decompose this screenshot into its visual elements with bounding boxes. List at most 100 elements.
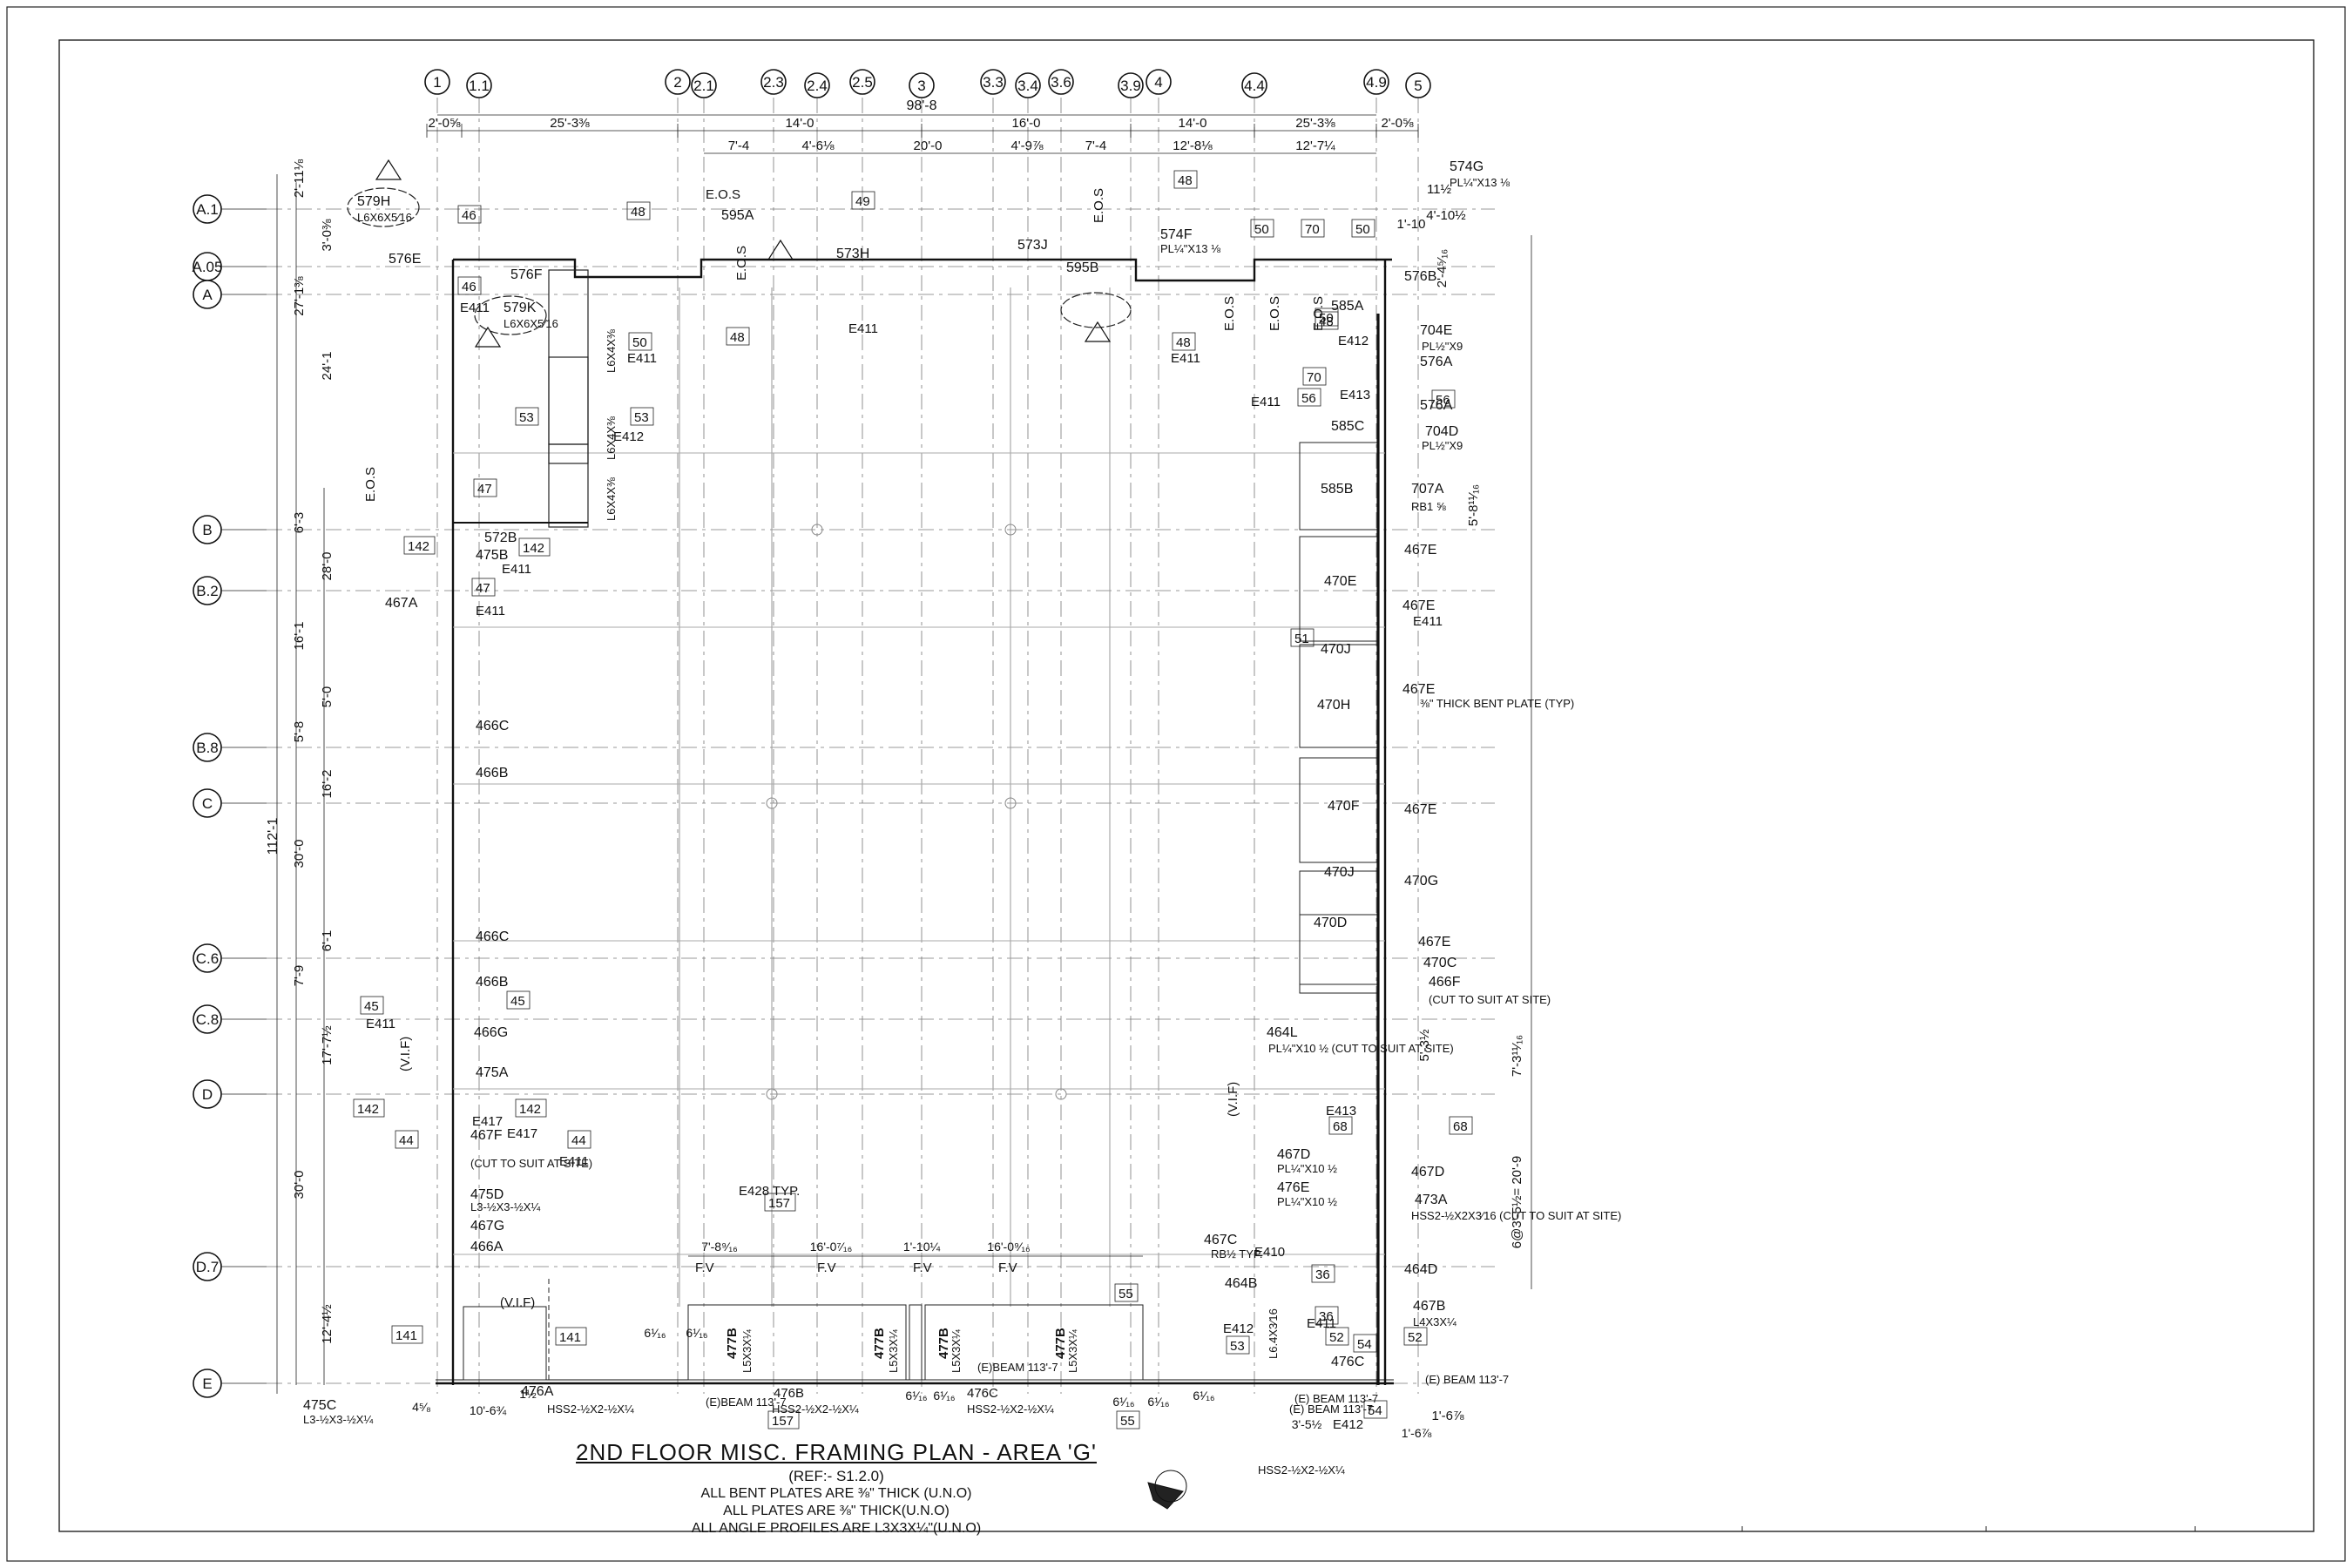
dim-top-overall: 98'-8: [906, 98, 936, 113]
section-box-16: [403, 536, 436, 555]
dim-top-1-1: 25'-3⅜: [550, 116, 590, 131]
mark-left-572B-4: 572B: [484, 531, 517, 545]
note-1: E.O.S: [706, 187, 740, 202]
profile-callout-12: PL¼"X10 ½ (CUT TO SUIT AT SITE): [1268, 1042, 1454, 1055]
profile-callout-18: L6.4X3⁄16: [1267, 1308, 1280, 1359]
south-bay-3: [924, 1304, 1144, 1381]
revision-triangle-2: [767, 239, 794, 260]
section-box-29: [1302, 367, 1327, 386]
dim-top-2-0: 7'-4: [728, 139, 750, 153]
dim-bay-1: 16'-0⁷⁄₁₆: [810, 1240, 852, 1254]
grid-bubble-4.4-label: 4.4: [1244, 78, 1265, 94]
mark-left-475D-14: 475D: [470, 1187, 504, 1202]
grid-bubble-C-label: C: [202, 795, 213, 812]
ref-E412-4: E412: [613, 429, 644, 444]
south-west-box: [463, 1306, 547, 1381]
grid-bubble-2: [665, 69, 691, 95]
section-marker-142-16: 142: [408, 539, 429, 554]
dim-left-15: 12'-4½: [320, 1304, 335, 1344]
section-marker-55-39: 55: [1119, 1287, 1133, 1301]
section-marker-53-41: 53: [1230, 1339, 1245, 1354]
mark-top-573H: 573H: [836, 247, 869, 261]
section-box-8: [1351, 219, 1375, 238]
mark-right-467E-17: 467E: [1404, 802, 1436, 817]
section-marker-53-14: 53: [634, 410, 649, 425]
grid-bubble-3.3: [980, 69, 1006, 95]
grid-bubble-2.3: [760, 69, 787, 95]
section-marker-45-20: 45: [364, 999, 379, 1014]
profile-callout-3: L6X4X⅜: [605, 416, 618, 460]
sheet-outer-border: [6, 6, 2346, 1562]
general-note-1: ALL BENT PLATES ARE ⅜" THICK (U.N.O): [700, 1486, 972, 1501]
grid-bubble-E-label: E: [202, 1375, 212, 1392]
revision-cloud-0: [347, 187, 420, 227]
mark-right-464D-31: 464D: [1404, 1262, 1437, 1277]
profile-callout-27: L5X3X¼: [887, 1329, 900, 1373]
mark-left-466A-16: 466A: [470, 1240, 504, 1254]
mark-right-470E-11: 470E: [1324, 574, 1356, 589]
note-13: (V.I.F): [500, 1295, 535, 1310]
profile-callout-32: (E) BEAM 113'-7: [1294, 1392, 1378, 1405]
mark-right-467D-25: 467D: [1411, 1165, 1444, 1179]
ref-E411-10: E411: [476, 604, 505, 618]
profile-callout-25: HSS2-½X2-½X¼: [1258, 1463, 1345, 1477]
section-box-0: [457, 205, 482, 224]
section-box-40: [1116, 1410, 1140, 1429]
dim-top-1-3: 16'-0: [1012, 116, 1041, 131]
column-marker-1: [1004, 524, 1017, 536]
dim-right-0: 11½: [1427, 182, 1452, 197]
profile-callout-21: (CUT TO SUIT AT SITE): [470, 1157, 592, 1170]
drawing-reference: (REF:- S1.2.0): [788, 1468, 884, 1484]
mark-right-467D-26: 467D: [1277, 1147, 1310, 1162]
section-box-30: [1315, 308, 1339, 327]
ref-E412-17: E412: [1333, 1417, 1363, 1432]
grid-bubble-1.1: [466, 72, 492, 98]
section-box-20: [360, 996, 384, 1015]
section-box-19: [515, 1098, 547, 1118]
dim-left-2: 27'-1⅜: [292, 276, 307, 316]
grid-bubble-2.5: [849, 69, 875, 95]
ref-E411-14: E411: [366, 1017, 395, 1031]
profile-callout-11: (CUT TO SUIT AT SITE): [1429, 993, 1551, 1006]
mark-right-467E-15: 467E: [1402, 682, 1435, 697]
dim-top-2-5: 12'-8⅛: [1173, 139, 1213, 153]
note-11: (V.I.F): [398, 1037, 413, 1071]
grid-bubble-3.6: [1048, 69, 1074, 95]
ref-E411-18: E411: [1307, 1316, 1336, 1331]
mark-bottom-477B-4: 477B: [1053, 1328, 1068, 1359]
dim-bay-2: 1'-10¼: [903, 1240, 941, 1254]
profile-callout-26: L5X3X¼: [740, 1329, 754, 1373]
grid-bubble-2.4-label: 2.4: [807, 78, 828, 94]
dim-bottom-3: 6¹⁄₁₆: [644, 1326, 666, 1340]
section-box-31: [1328, 1116, 1353, 1135]
grid-bubble-4.4: [1241, 72, 1267, 98]
mark-left-467G-15: 467G: [470, 1219, 504, 1233]
section-marker-47-12: 47: [477, 482, 492, 497]
dim-bottom-6: 6¹⁄₁₆: [1147, 1395, 1169, 1409]
mark-top-595B: 595B: [1066, 260, 1098, 275]
mark-right-704E-3: 704E: [1420, 323, 1452, 338]
dim-bottom-5: 6¹⁄₁₆: [1112, 1395, 1134, 1409]
mark-left-579H-2: 579H: [357, 194, 390, 209]
ref-E411-0: E411: [460, 301, 490, 315]
note-10: F.V: [998, 1260, 1017, 1275]
section-marker-51-26: 51: [1294, 632, 1309, 646]
ref-E413-7: E413: [1340, 388, 1370, 402]
dim-top-2-2: 20'-0: [914, 139, 943, 153]
note-3: E.O.S: [1092, 188, 1106, 223]
profile-callout-9: RB1 ⅝: [1411, 500, 1446, 513]
profile-callout-31: (E)BEAM 113'-7: [706, 1396, 787, 1409]
dim-bay-0: 7'-8⁹⁄₁₆: [701, 1240, 738, 1254]
dim-left-6: 16'-1: [292, 622, 307, 651]
section-marker-50-6: 50: [1254, 222, 1269, 237]
mark-right-470F-16: 470F: [1328, 799, 1360, 814]
dim-left-0: 2'-11⅛: [292, 159, 307, 198]
section-marker-54-37: 54: [1357, 1337, 1372, 1352]
profile-callout-14: PL¼"X10 ½: [1277, 1195, 1337, 1208]
dim-bottom-10: 3'-5½: [1292, 1417, 1322, 1431]
section-box-7: [1301, 219, 1325, 238]
ref-E413-15: E413: [1326, 1104, 1356, 1119]
section-marker-68-31: 68: [1333, 1119, 1348, 1134]
profile-callout-0: L6X6X5⁄16: [357, 211, 412, 224]
ref-E411-6: E411: [502, 562, 531, 577]
